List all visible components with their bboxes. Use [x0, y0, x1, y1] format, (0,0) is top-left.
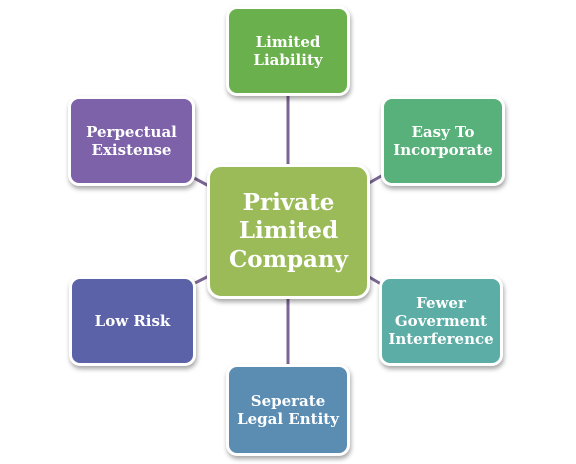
connector-upper-right: [368, 173, 384, 185]
node-label: Low Risk: [94, 312, 171, 330]
node-private-limited-company: Private Limited Company: [207, 164, 370, 299]
node-low-risk: Low Risk: [69, 276, 196, 366]
connector-upper-left: [193, 176, 210, 188]
node-perpectual-existense: Perpectual Existense: [68, 96, 195, 186]
node-seperate-legal-entity: Seperate Legal Entity: [226, 364, 350, 456]
center-label: Private Limited Company: [228, 189, 349, 273]
node-label: Seperate Legal Entity: [237, 392, 339, 428]
node-label: Easy To Incorporate: [393, 123, 493, 159]
connector-lower-left: [194, 274, 210, 285]
node-label: Limited Liability: [253, 33, 323, 69]
node-fewer-goverment-interference: Fewer Goverment Interference: [379, 276, 503, 366]
node-label: Perpectual Existense: [86, 123, 177, 159]
node-label: Fewer Goverment Interference: [388, 294, 494, 348]
node-easy-to-incorporate: Easy To Incorporate: [381, 96, 505, 186]
node-limited-liability: Limited Liability: [226, 6, 350, 96]
